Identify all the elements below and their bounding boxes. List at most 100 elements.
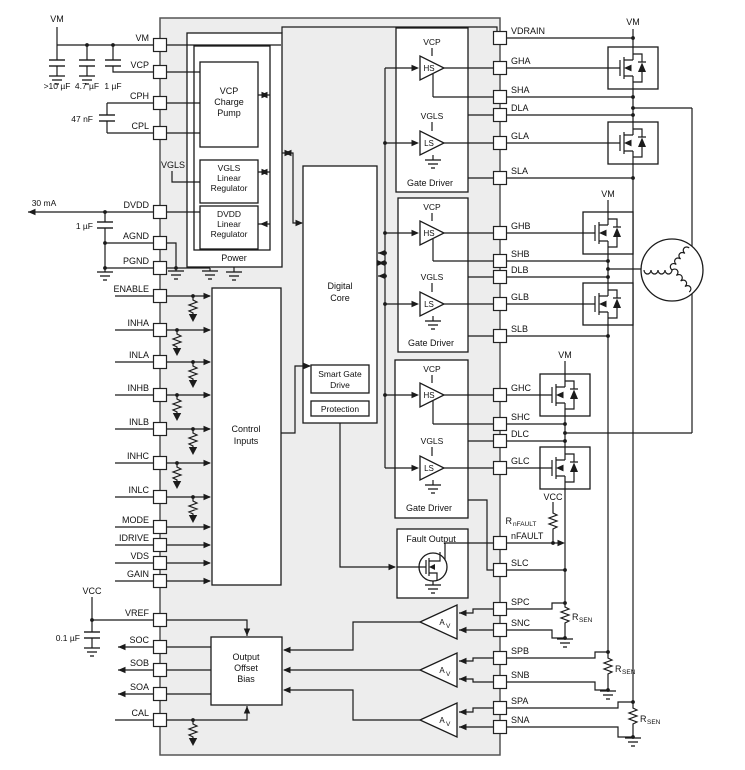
pin-square — [152, 455, 168, 471]
hs-buffer-a — [419, 54, 446, 82]
rnfault-label: R — [506, 516, 513, 526]
ground-icon — [556, 638, 574, 648]
amp-wires — [284, 608, 493, 728]
left-pins — [152, 37, 168, 728]
mosfet-icon — [582, 282, 634, 326]
rnfault-resistor-icon — [548, 509, 558, 533]
power-label: Power — [221, 253, 247, 263]
dvdd-reg-label: DVDD — [217, 209, 241, 219]
pin-square — [492, 622, 508, 638]
rsen-label: R — [640, 714, 647, 724]
pin-label: SPA — [511, 696, 528, 706]
pin-square — [152, 322, 168, 338]
pin-square — [492, 387, 508, 403]
pin-square — [492, 416, 508, 432]
pin-label: CAL — [131, 708, 149, 718]
capacitor-icon — [104, 59, 122, 67]
vm-rail-label: VM — [558, 350, 572, 360]
pin-label: INHA — [127, 318, 149, 328]
rnfault-sub-label: nFAULT — [513, 521, 536, 528]
dvdd-regulator-block — [199, 205, 259, 250]
pin-label: SLB — [511, 324, 528, 334]
pin-label: GLA — [511, 131, 529, 141]
pin-label: SHC — [511, 412, 531, 422]
vcp-net-label: VCP — [423, 37, 441, 47]
pin-square — [152, 288, 168, 304]
pin-square — [492, 535, 508, 551]
pin-label: SNB — [511, 670, 530, 680]
right-pins — [492, 30, 508, 735]
pin-label: GHC — [511, 383, 532, 393]
control-inputs-block — [211, 287, 282, 586]
mosfet-icon — [607, 46, 659, 90]
pin-square — [152, 489, 168, 505]
hs-label: HS — [423, 229, 434, 238]
pin-square — [492, 700, 508, 716]
output-offset-bias-block — [210, 636, 283, 706]
pin-label: AGND — [123, 231, 150, 241]
smart-gate-drive-block — [310, 364, 370, 394]
capacitor-icon — [78, 59, 96, 67]
labels: VM VCP CPH CPL DVDD AGND PGND ENABLE INH… — [32, 14, 661, 728]
ground-icon — [96, 271, 114, 281]
vgls-regulator-block — [199, 159, 259, 204]
pin-square — [152, 95, 168, 111]
pin-label: SOB — [130, 658, 149, 668]
vcp-pump-label: Pump — [217, 108, 241, 118]
ground-icon — [624, 737, 642, 747]
vcp-pump-label: Charge — [214, 97, 244, 107]
pin-square — [152, 662, 168, 678]
dvdd-reg-label: Regulator — [211, 229, 248, 239]
pin-square — [152, 555, 168, 571]
pin-label: SHA — [511, 85, 530, 95]
pin-square — [152, 260, 168, 276]
pin-label: CPH — [130, 91, 149, 101]
pin-label: SPB — [511, 646, 529, 656]
pin-label: GHA — [511, 56, 531, 66]
pin-label: nFAULT — [511, 531, 544, 541]
pin-square — [492, 433, 508, 449]
sense-amp-a — [418, 701, 458, 739]
rsen-sub-label: SEN — [647, 719, 661, 726]
smart-gate-drive-label: Drive — [330, 380, 350, 390]
pin-square — [152, 639, 168, 655]
ls-buffer-c — [419, 454, 446, 482]
rsen-label: R — [572, 612, 579, 622]
pin-label: IDRIVE — [119, 533, 149, 543]
pin-label: INLA — [129, 350, 149, 360]
rsen-sub-label: SEN — [579, 617, 593, 624]
pin-square — [152, 519, 168, 535]
pin-square — [492, 674, 508, 690]
pin-square — [492, 170, 508, 186]
pin-label: DLA — [511, 103, 529, 113]
protection-block — [310, 400, 370, 417]
pin-square — [492, 460, 508, 476]
amp-gain-sub: V — [446, 623, 451, 630]
pin-square — [492, 562, 508, 578]
pin-square — [152, 686, 168, 702]
mosfet-icon — [539, 446, 591, 490]
pin-label: DLC — [511, 429, 530, 439]
pin-label: GLC — [511, 456, 530, 466]
pin-square — [152, 235, 168, 251]
pin-square — [492, 89, 508, 105]
rsen-sub-label: SEN — [622, 669, 636, 676]
vm-rail-label: VM — [626, 17, 640, 27]
pin-label: VDRAIN — [511, 26, 545, 36]
pin-label: SOC — [129, 635, 149, 645]
pin-square — [492, 650, 508, 666]
vgls-net-label: VGLS — [421, 272, 444, 282]
oob-label: Output — [232, 652, 260, 662]
vm-rail-label: VM — [50, 14, 64, 24]
ls-label: LS — [424, 139, 434, 148]
pin-label: INLB — [129, 417, 149, 427]
pin-square — [492, 601, 508, 617]
pin-square — [152, 387, 168, 403]
pin-label: GLB — [511, 292, 529, 302]
rsen-resistor-icon — [628, 704, 638, 728]
vcp-net-label: VCP — [423, 202, 441, 212]
pin-square — [152, 537, 168, 553]
digital-core-label: Core — [330, 293, 350, 303]
pin-square — [152, 204, 168, 220]
rsen-resistor-icon — [603, 654, 613, 678]
